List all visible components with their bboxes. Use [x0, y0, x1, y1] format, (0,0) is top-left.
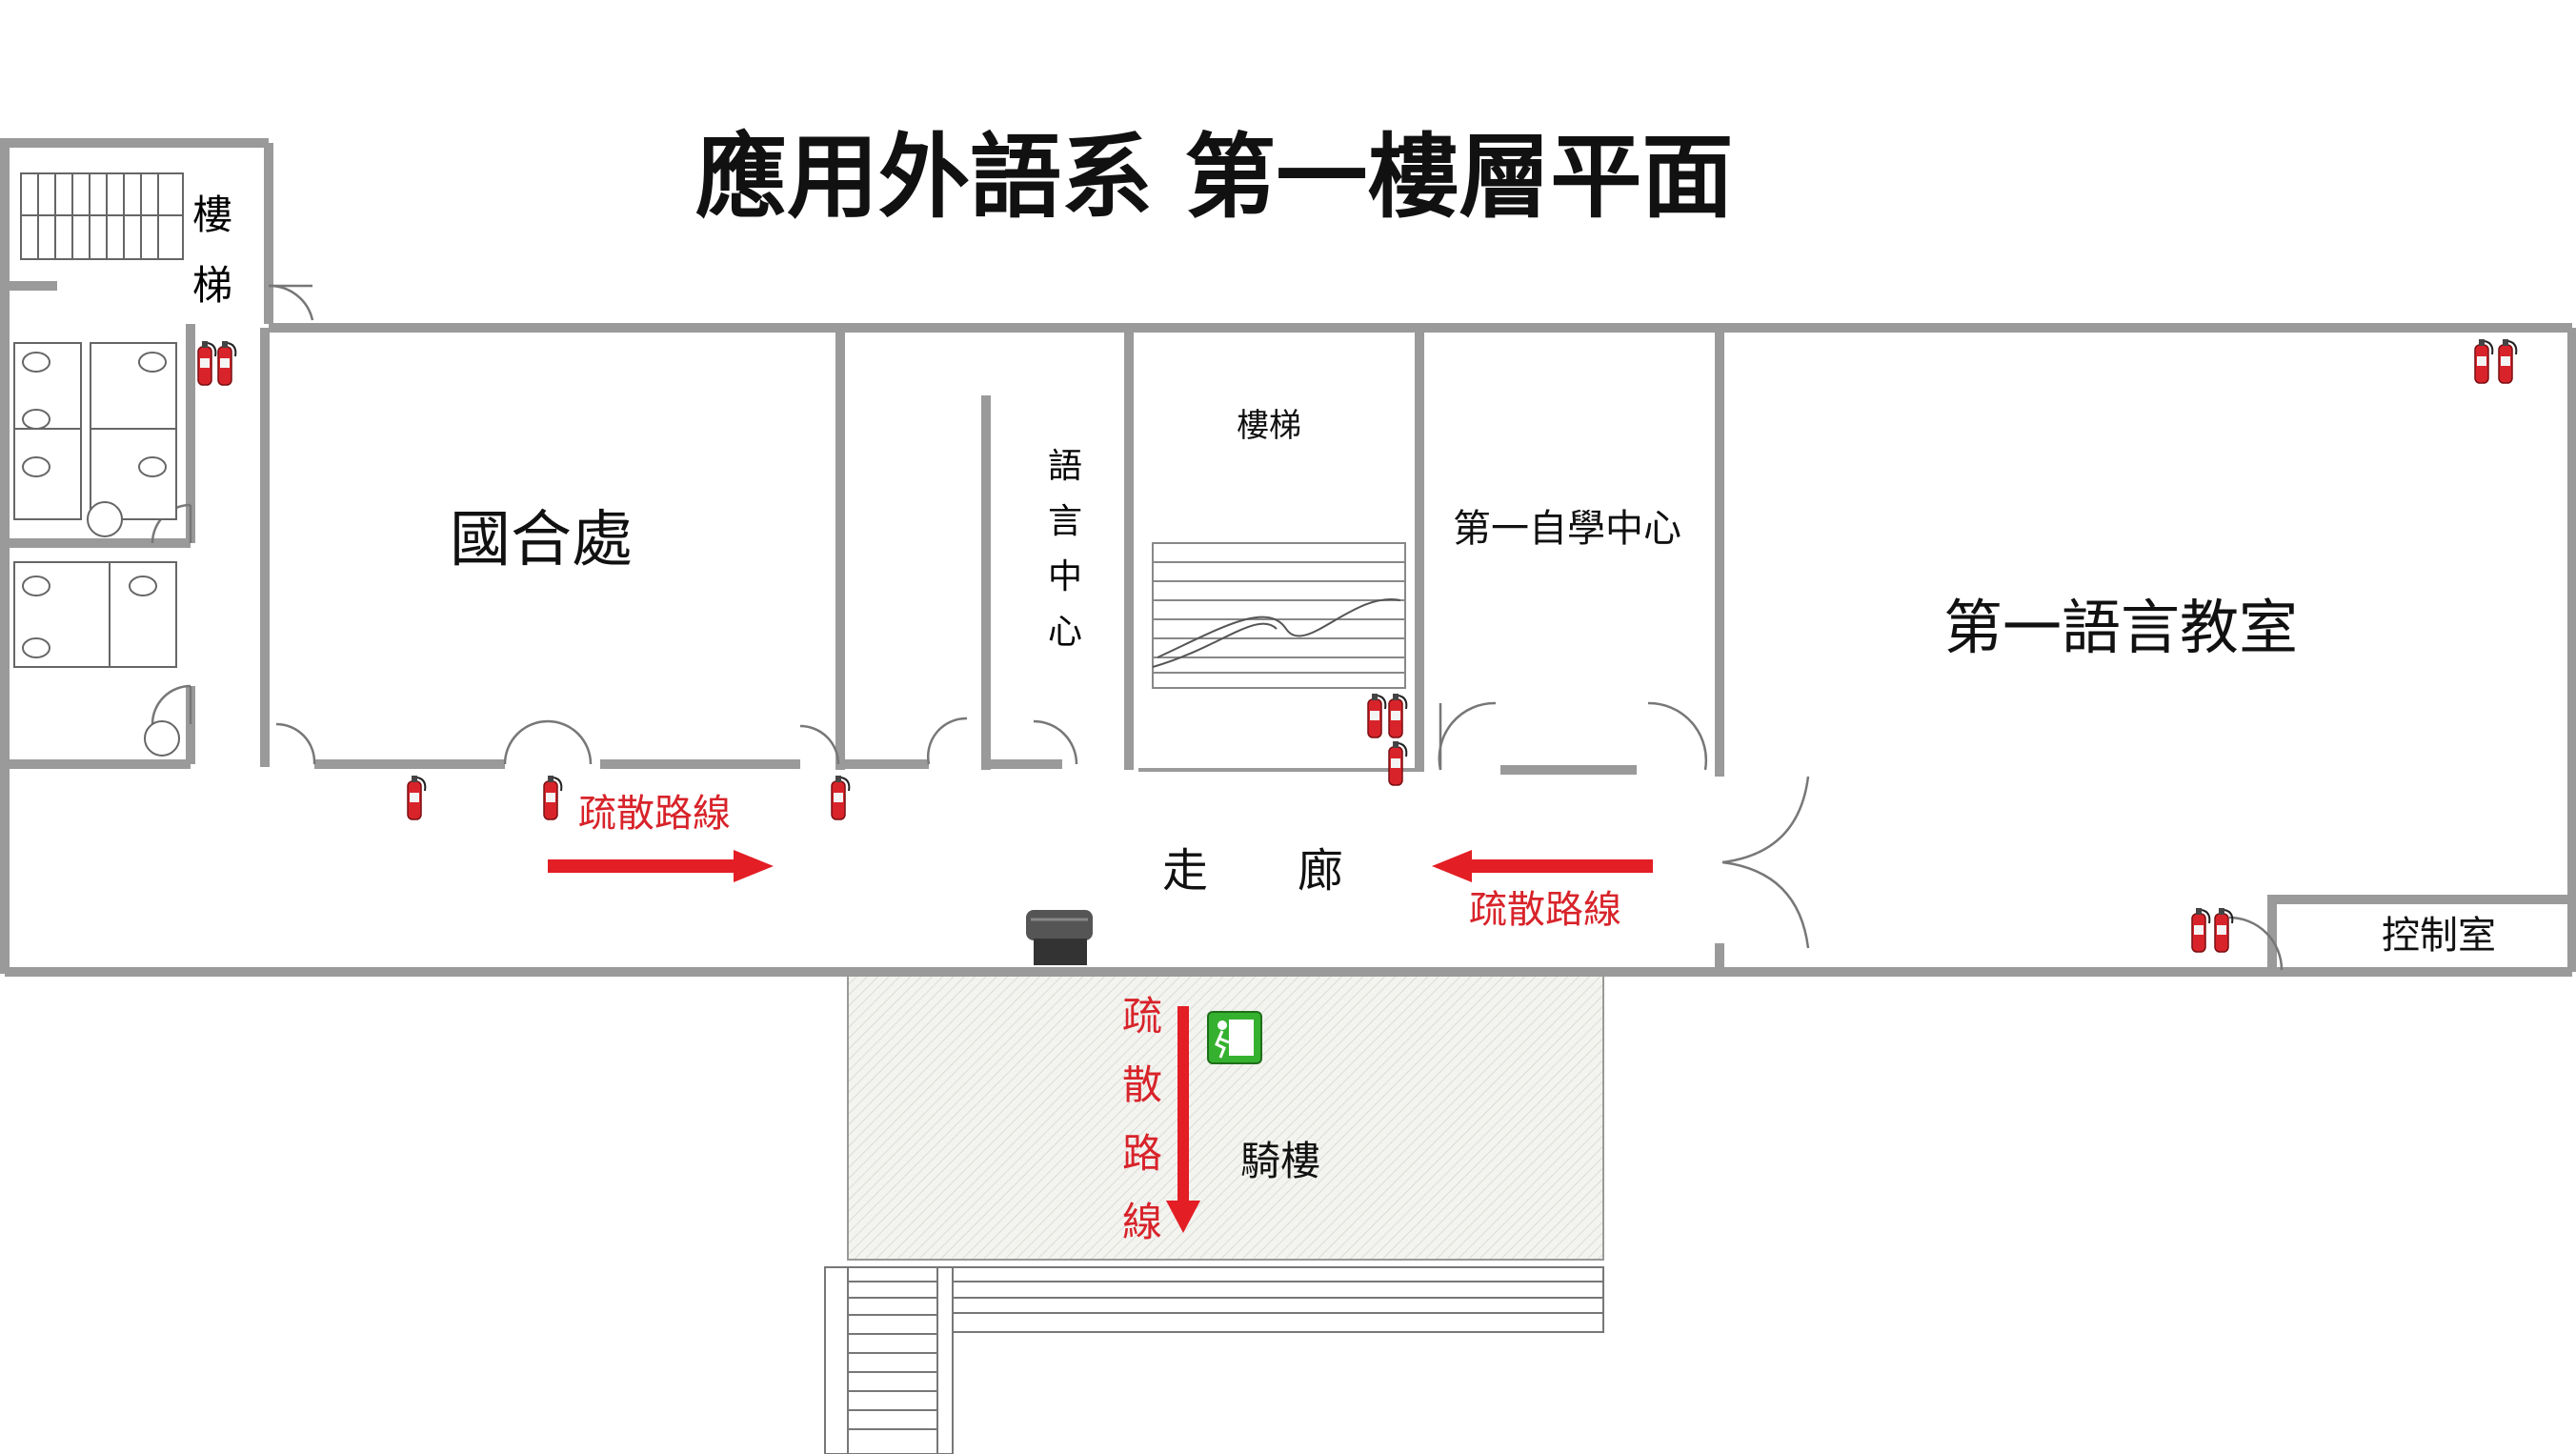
doors [151, 284, 2284, 971]
room-international-office: 國合處 [450, 505, 633, 576]
stairs-center [1152, 542, 1406, 689]
evacuation-label-right: 疏散路線 [1469, 888, 1621, 932]
evacuation-arrows [548, 850, 1653, 1233]
evacuation-label-left: 疏散路線 [578, 792, 731, 836]
toilet-fixtures [13, 342, 180, 757]
stairs-top-left-label: 樓 梯 [192, 192, 233, 309]
evacuation-label-vertical: 疏 散 路 線 [1122, 993, 1163, 1245]
emergency-exit-icon [1207, 1011, 1262, 1064]
room-language-center: 語 言 中 心 [1048, 447, 1083, 652]
stairs-bottom [824, 1266, 1604, 1454]
room-control-room: 控制室 [2382, 914, 2496, 958]
alarm-device-icon [1026, 910, 1093, 965]
stairs-center-label: 樓梯 [1237, 407, 1301, 445]
corridor-label-2: 廊 [1298, 844, 1344, 898]
page-title: 應用外語系 第一樓層平面 [695, 124, 1734, 231]
arcade-label: 騎樓 [1240, 1138, 1321, 1184]
corridor-label-1: 走 [1162, 844, 1209, 898]
room-self-study-center: 第一自學中心 [1453, 507, 1681, 551]
stairs-top-left [20, 172, 184, 260]
room-language-classroom: 第一語言教室 [1943, 593, 2299, 662]
walls [0, 138, 2576, 977]
